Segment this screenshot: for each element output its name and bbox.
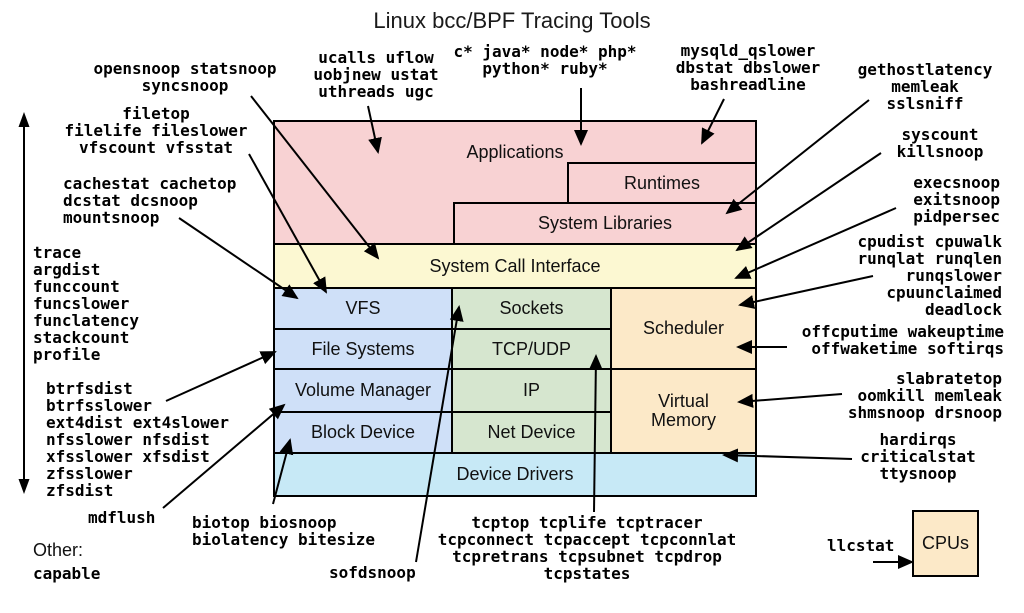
box-device-drivers: Device Drivers [273,452,757,497]
label-llcstat-tool: llcstat [827,536,895,555]
box-tcp-udp: TCP/UDP [451,328,612,370]
box-system-libraries-label: System Libraries [537,213,673,233]
box-system-libraries: System Libraries [453,202,757,245]
label-hardirqs-tools: hardirqs criticalstat ttysnoop [860,430,976,483]
box-file-systems-label: File Systems [311,338,415,359]
box-runtimes: Runtimes [567,162,757,204]
box-net-device-label: Net Device [487,422,576,442]
label-cachestat-tools: cachestat cachetop dcstat dcsnoop mounts… [63,174,237,227]
box-runtimes-label: Runtimes [623,172,701,193]
box-vfs-label: VFS [345,298,381,318]
label-mdflush-tool: mdflush [88,508,156,527]
box-cpus-label: CPUs [921,533,969,553]
box-block-device-label: Block Device [310,422,416,442]
box-scheduler: Scheduler [610,287,757,370]
label-opensnoop-tools: opensnoop statsnoop syncsnoop [93,59,277,95]
label-execsnoop-tools: execsnoop exitsnoop pidpersec [913,173,1000,226]
kernel-scope-double-arrow [18,112,30,494]
box-ip: IP [451,368,612,413]
label-biotop-tools: biotop biosnoop biolatency bitesize [192,513,376,549]
label-generic-tools: trace argdist funccount funcslower funcl… [33,243,139,364]
box-volume-manager: Volume Manager [273,368,453,413]
label-slabratetop-tools: slabratetop oomkill memleak shmsnoop drs… [847,369,1002,422]
box-vfs: VFS [273,287,453,330]
label-syscount-tools: syscount killsnoop [896,125,984,161]
box-tcp-udp-label: TCP/UDP [491,338,571,359]
box-virtual-memory-label: Virtual Memory [650,391,716,430]
label-cpudist-tools: cpudist cpuwalk runqlat runqlen runqslow… [857,232,1003,319]
box-sockets-label: Sockets [499,298,564,318]
box-device-drivers-label: Device Drivers [456,464,574,484]
box-block-device: Block Device [273,411,453,454]
box-file-systems: File Systems [273,328,453,370]
box-applications-label: Applications [466,142,564,162]
box-cpus: CPUs [912,510,979,577]
label-ucalls-tools: ucalls uflow uobjnew ustat uthreads ugc [313,48,439,101]
diagram-title: Linux bcc/BPF Tracing Tools [373,8,651,33]
box-sockets: Sockets [451,287,612,330]
box-system-call-interface: System Call Interface [273,243,757,289]
label-tcp-tools: tcptop tcplife tcptracer tcpconnect tcpa… [437,513,737,583]
label-other-heading: Other: [33,540,84,560]
box-system-call-interface-label: System Call Interface [429,255,601,276]
label-gethostlatency-tools: gethostlatency memleak sslsniff [857,60,993,113]
label-offcputime-tools: offcputime wakeuptime offwaketime softir… [801,322,1004,358]
box-ip-label: IP [522,380,540,400]
label-other-tools: capable [33,564,101,583]
label-filesystem-tools: btrfsdist btrfsslower ext4dist ext4slowe… [46,379,230,500]
label-sofdsnoop-tool: sofdsnoop [329,563,416,582]
label-mysqld-tools: mysqld_qslower dbstat dbslower bashreadl… [675,41,821,94]
box-scheduler-label: Scheduler [642,318,725,338]
box-volume-manager-label: Volume Manager [294,380,432,400]
box-net-device: Net Device [451,411,612,454]
label-filetop-tools: filetop filelife fileslower vfscount vfs… [64,104,248,157]
label-runtime-languages: c* java* node* php* python* ruby* [453,42,637,78]
box-virtual-memory: Virtual Memory [610,368,757,454]
